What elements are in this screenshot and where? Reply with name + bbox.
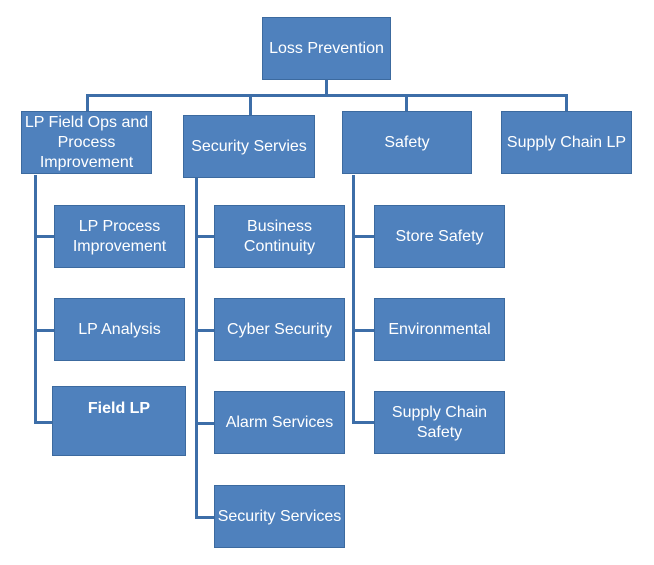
node-lp-field-ops: LP Field Ops and Process Improvement xyxy=(21,111,152,174)
node-supply-chain-lp: Supply Chain LP xyxy=(501,111,632,174)
node-business-continuity: Business Continuity xyxy=(214,205,345,268)
connector-dept-1 xyxy=(86,94,89,112)
connector-safety-3 xyxy=(352,421,375,424)
connector-safety-1 xyxy=(352,235,375,238)
connector-dept-2 xyxy=(249,94,252,116)
connector-dept-4 xyxy=(565,94,568,112)
connector-ops-2 xyxy=(34,329,55,332)
node-safety: Safety xyxy=(342,111,472,174)
node-store-safety: Store Safety xyxy=(374,205,505,268)
node-lp-process-improvement: LP Process Improvement xyxy=(54,205,185,268)
connector-sec-spine xyxy=(195,178,198,518)
connector-ops-1 xyxy=(34,235,55,238)
connector-top-bus xyxy=(86,94,568,97)
connector-root-down xyxy=(325,79,328,96)
connector-sec-2 xyxy=(195,329,215,332)
node-environmental: Environmental xyxy=(374,298,505,361)
connector-ops-spine xyxy=(34,175,37,424)
node-loss-prevention: Loss Prevention xyxy=(262,17,391,80)
node-alarm-services: Alarm Services xyxy=(214,391,345,454)
connector-sec-3 xyxy=(195,422,215,425)
connector-sec-4 xyxy=(195,516,215,519)
connector-ops-3 xyxy=(34,421,55,424)
connector-sec-1 xyxy=(195,235,215,238)
node-security-servies: Security Servies xyxy=(183,115,315,178)
connector-safety-2 xyxy=(352,329,375,332)
node-supply-chain-safety: Supply Chain Safety xyxy=(374,391,505,454)
node-lp-analysis: LP Analysis xyxy=(54,298,185,361)
connector-safety-spine xyxy=(352,175,355,424)
node-security-services: Security Services xyxy=(214,485,345,548)
node-field-lp: Field LP xyxy=(52,386,186,456)
connector-dept-3 xyxy=(405,94,408,112)
node-cyber-security: Cyber Security xyxy=(214,298,345,361)
